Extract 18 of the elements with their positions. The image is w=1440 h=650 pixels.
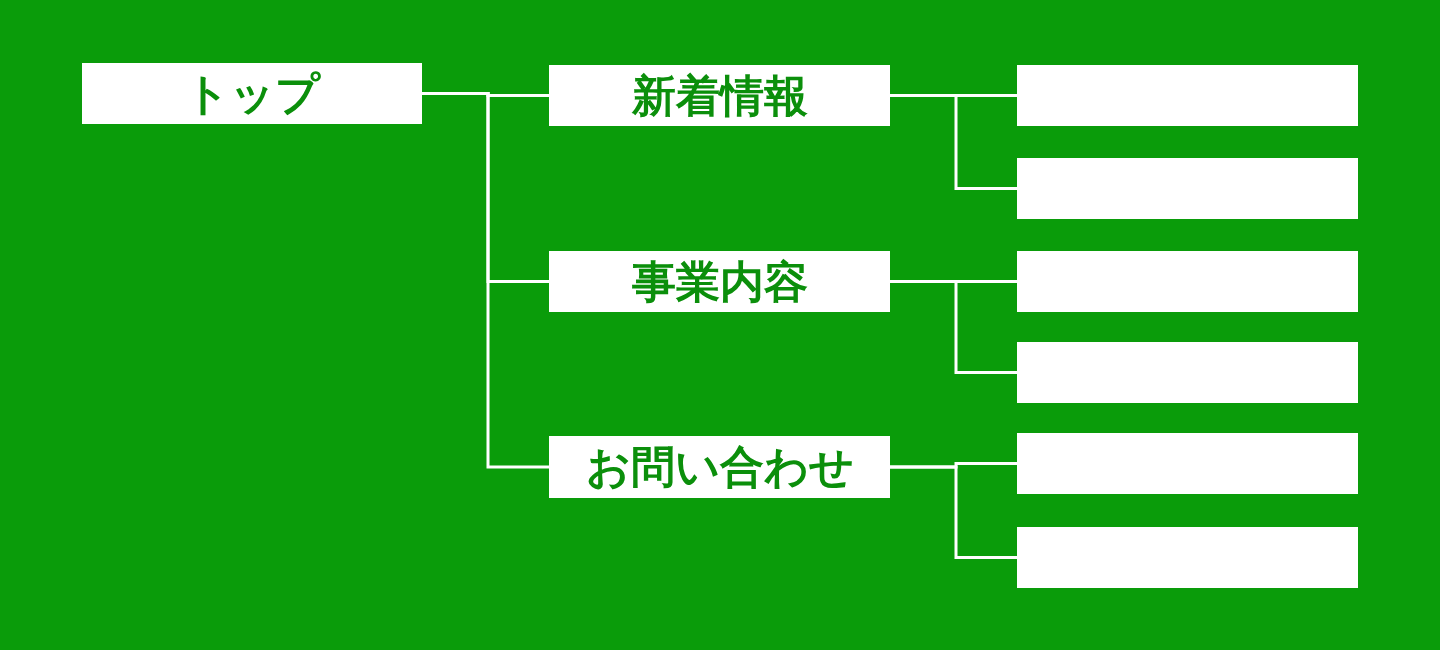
page-title: 事業内容 xyxy=(631,259,808,304)
empty-box xyxy=(1017,65,1358,126)
connector-line xyxy=(890,465,1017,559)
page-title: トップ xyxy=(184,71,320,116)
empty-box xyxy=(1017,342,1358,403)
empty-box xyxy=(1017,251,1358,312)
empty-box xyxy=(1017,433,1358,494)
page-box xyxy=(549,251,890,312)
connector-line xyxy=(890,94,1017,190)
page-box xyxy=(549,65,890,126)
connector-line xyxy=(890,280,1017,374)
page-box xyxy=(549,436,890,498)
empty-box xyxy=(1017,527,1358,588)
connector-line xyxy=(422,92,549,469)
empty-box xyxy=(1017,158,1358,219)
page-title: お問い合わせ xyxy=(585,445,854,489)
page-title: 新着情報 xyxy=(631,73,808,118)
page-box xyxy=(82,63,422,124)
